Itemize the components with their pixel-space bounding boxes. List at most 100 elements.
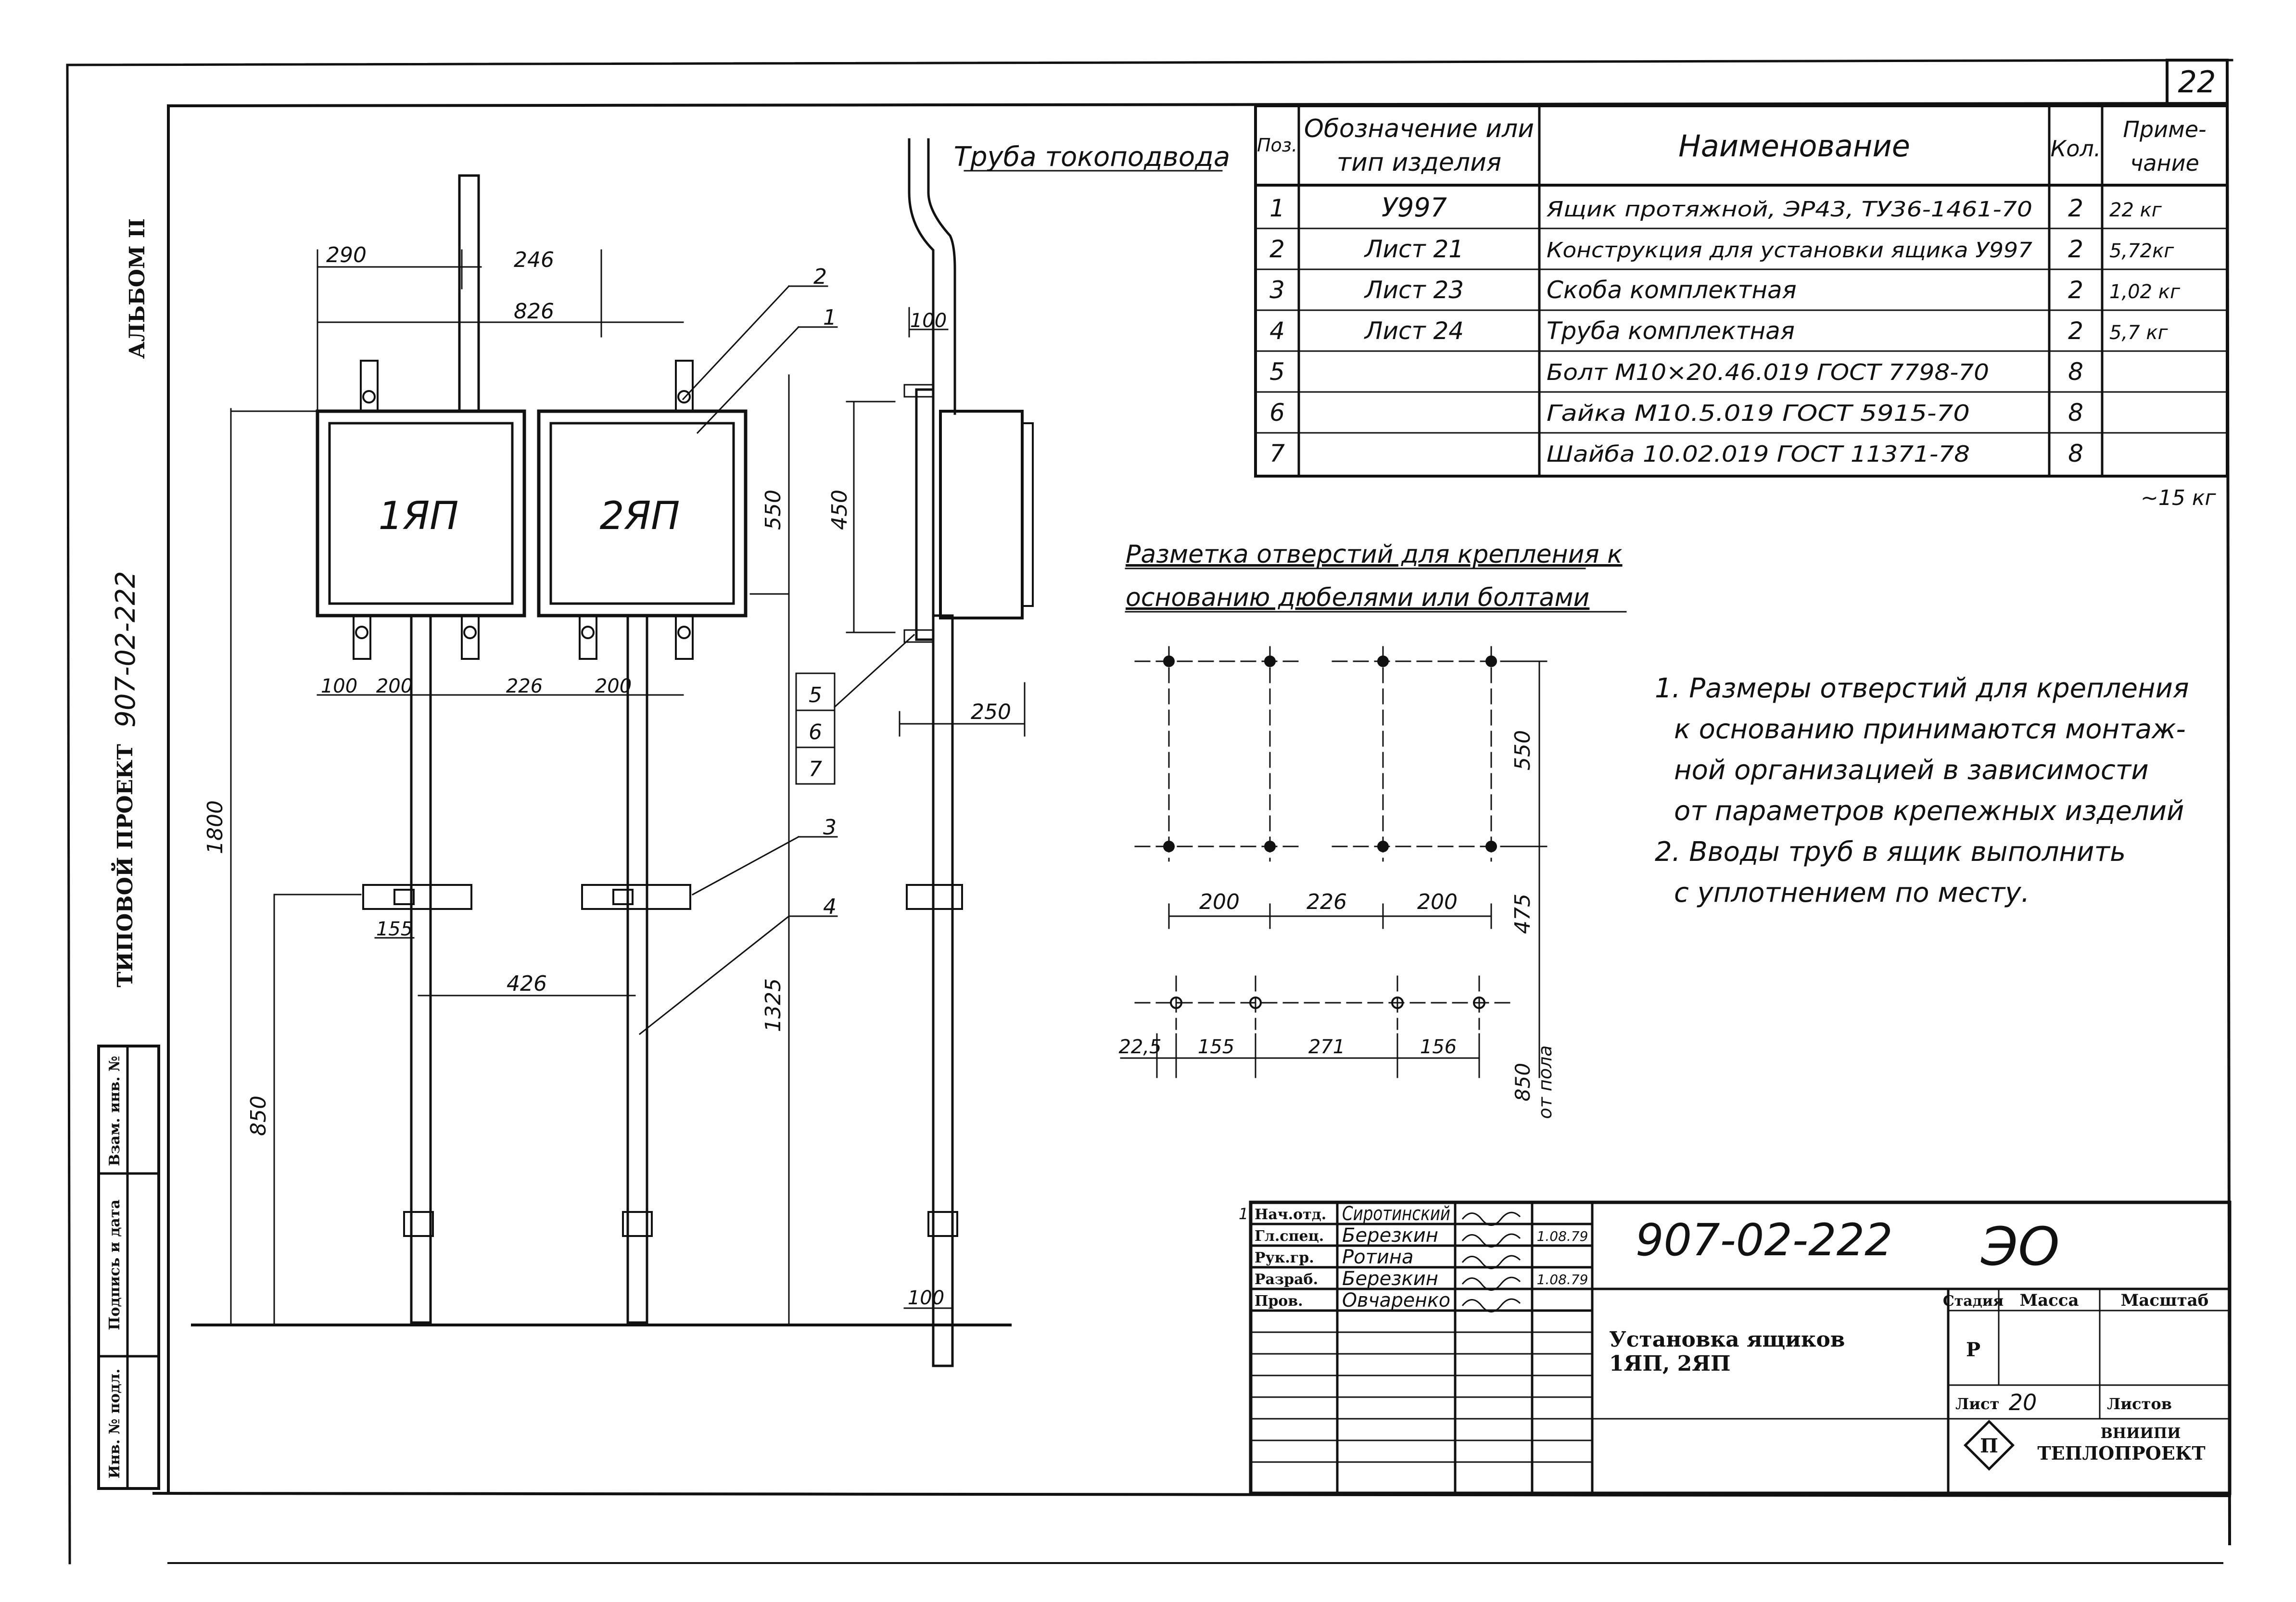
spec-note: 5,72кг: [2109, 240, 2174, 262]
box-2yap: [537, 409, 748, 618]
spec-designation: У997: [1382, 192, 1447, 223]
th-note-1: Приме-: [2123, 116, 2206, 142]
th-name: Наименование: [1678, 128, 1910, 164]
note-line: к основанию принимаются монтаж-: [1674, 714, 2186, 745]
tb-role: Гл.спец.: [1255, 1228, 1324, 1245]
svg-text:П: П: [1980, 1435, 1998, 1457]
callout-3: 3: [823, 815, 837, 840]
spec-pos: 7: [1269, 440, 1285, 467]
tb-date: 1.08.79: [1537, 1228, 1588, 1244]
th-designation-2: тип изделия: [1337, 148, 1501, 177]
dim-226: 226: [506, 675, 543, 697]
mark-dim-850: 850: [1511, 1063, 1535, 1101]
tb-title-2: 1ЯП, 2ЯП: [1609, 1351, 1731, 1376]
spec-row: 6 Гайка М10.5.019 ГОСТ 5915-70 8: [1269, 399, 2083, 427]
spec-name: Болт М10×20.46.019 ГОСТ 7798-70: [1547, 359, 1989, 385]
spec-name: Ящик протяжной, ЭР43, ТУ36-1461-70: [1546, 197, 2032, 222]
tb-stage-value: Р: [1966, 1338, 1980, 1361]
tb-role: Пров.: [1255, 1293, 1303, 1310]
tb-role-row: Нач.отд. Сиротинский: [1255, 1203, 1450, 1225]
th-qty: Кол.: [2051, 136, 2101, 162]
spec-qty: 8: [2068, 399, 2083, 427]
dim-155: 155: [376, 918, 413, 940]
side-dim-100-bottom: 100: [908, 1287, 944, 1309]
marking-title-1: Разметка отверстий для крепления к: [1126, 540, 1623, 569]
dim-426: 426: [507, 971, 547, 996]
side-dim-100-top: 100: [910, 310, 947, 332]
spec-row: 2 Лист 21 Конструкция для установки ящик…: [1269, 235, 2174, 263]
mark-dim-271: 271: [1308, 1036, 1345, 1058]
tb-role: Разраб.: [1255, 1271, 1318, 1288]
mark-dim-22-5: 22,5: [1118, 1036, 1161, 1058]
tb-mark: ЭО: [1980, 1216, 2059, 1277]
side-dim-450: 450: [827, 490, 852, 530]
spec-designation: Лист 21: [1364, 235, 1464, 263]
spec-row: 5 Болт М10×20.46.019 ГОСТ 7798-70 8: [1269, 358, 2083, 386]
tb-role: Рук.гр.: [1255, 1249, 1314, 1266]
dim-200a: 200: [376, 675, 413, 697]
inv-no-label: Инв. № подл.: [106, 1369, 123, 1479]
mark-dim-200b: 200: [1417, 890, 1458, 914]
spec-row: 7 Шайба 10.02.019 ГОСТ 11371-78 8: [1269, 440, 2083, 467]
dim-1325: 1325: [761, 978, 786, 1032]
mark-dim-226: 226: [1307, 890, 1347, 914]
front-view: [191, 174, 1012, 1326]
spec-qty: 2: [2068, 317, 2083, 345]
dim-290: 290: [326, 243, 367, 267]
spec-pos: 6: [1269, 399, 1285, 427]
notes-block: 1. Размеры отверстий для крепления к осн…: [1655, 673, 2189, 908]
callout-4: 4: [823, 895, 837, 919]
tb-role-row: Разраб. Березкин 1.08.79: [1255, 1268, 1588, 1290]
replace-inv-label: Взам. инв. №: [106, 1056, 123, 1166]
tb-org-2: ТЕПЛОПРОЕКТ: [2037, 1442, 2205, 1464]
mark-dim-155: 155: [1198, 1036, 1234, 1058]
box-1-label: 1ЯП: [379, 493, 459, 538]
marking-diagram: [1120, 646, 1548, 1078]
spec-qty: 8: [2068, 440, 2083, 467]
spec-pos: 3: [1269, 276, 1285, 304]
tb-org-1: ВНИИПИ: [2100, 1425, 2181, 1442]
dim-1800: 1800: [203, 800, 228, 854]
spec-row: 3 Лист 23 Скоба комплектная 2 1,02 кг: [1269, 276, 2181, 304]
callout-2: 2: [813, 265, 827, 289]
spec-note: 22 кг: [2109, 199, 2162, 221]
left-strip: [97, 1045, 160, 1490]
dim-200b: 200: [595, 675, 632, 697]
callout-stack: [795, 633, 915, 785]
tb-person: Сиротинский: [1342, 1203, 1450, 1225]
spec-pos: 5: [1269, 358, 1285, 386]
spec-designation: Лист 24: [1364, 317, 1464, 345]
note-line: с уплотнением по месту.: [1674, 877, 2030, 908]
spec-name: Гайка М10.5.019 ГОСТ 5915-70: [1547, 400, 1970, 426]
note-line: 1. Размеры отверстий для крепления: [1655, 673, 2189, 704]
spec-pos: 2: [1269, 235, 1285, 263]
side-dim-250: 250: [971, 700, 1011, 724]
spec-qty: 2: [2068, 235, 2083, 263]
mark-dim-475: 475: [1510, 894, 1535, 934]
tb-role-row: Рук.гр. Ротина: [1255, 1246, 1414, 1268]
title-block-grid: [1249, 1200, 2232, 1495]
spec-name: Конструкция для установки ящика У997: [1547, 238, 2032, 263]
mark-from-floor: от пола: [1535, 1045, 1556, 1119]
signatures: [1461, 1211, 1521, 1312]
tb-sheet-label: Лист: [1955, 1395, 1999, 1413]
spec-row: 1 У997 Ящик протяжной, ЭР43, ТУ36-1461-7…: [1269, 192, 2162, 223]
note-line: ной организацией в зависимости: [1674, 755, 2149, 786]
callout-6: 6: [809, 720, 822, 744]
project-code-vertical: 907-02-222: [110, 571, 141, 727]
th-pos: Поз.: [1257, 135, 1297, 156]
tb-stage-header: Стадия: [1943, 1293, 2004, 1310]
spec-qty: 2: [2068, 276, 2083, 304]
dim-246: 246: [514, 248, 554, 272]
tb-date: 1.08.79: [1537, 1272, 1588, 1287]
tb-role: Нач.отд.: [1255, 1206, 1326, 1223]
spec-designation: Лист 23: [1364, 276, 1464, 304]
tb-project-code: 907-02-222: [1636, 1214, 1893, 1266]
sign-date-label: Подпись и дата: [106, 1199, 123, 1330]
spec-name: Труба комплектная: [1547, 317, 1795, 345]
tb-person: Ротина: [1342, 1246, 1414, 1268]
spec-note: 5,7 кг: [2109, 322, 2168, 344]
tb-role-row: Пров. Овчаренко: [1255, 1289, 1450, 1312]
side-view: [846, 138, 1223, 1367]
spec-total: ~15 кг: [2141, 486, 2216, 510]
